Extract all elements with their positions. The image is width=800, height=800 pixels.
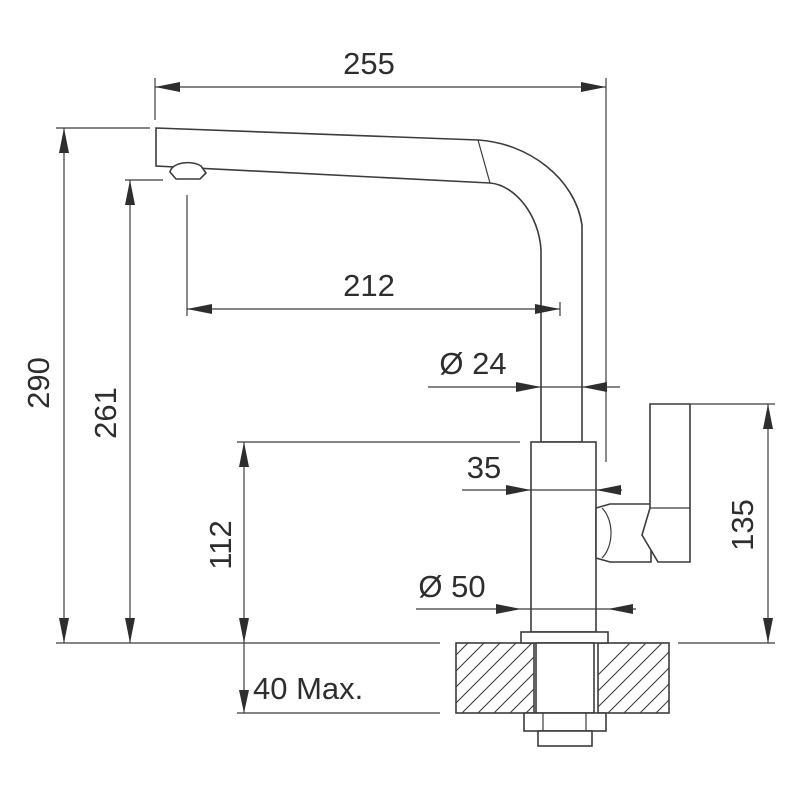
shank [535,642,595,714]
faucet [155,127,691,747]
handle-connector [595,503,652,563]
spout [155,127,583,443]
dim-countertop-thickness: 40 Max. [253,671,363,706]
thread-end [537,730,593,747]
dim-handle-height: 135 [725,499,760,551]
dim-body-width: 35 [467,450,501,485]
base-ring [520,631,609,644]
dim-total-height: 290 [21,357,56,409]
mounting-nut [523,712,607,732]
aerator [169,161,208,180]
countertop-hatch-left [456,643,534,713]
dim-base-diameter: Ø 50 [418,569,485,604]
handle-lever [641,403,691,563]
dim-body-height: 112 [203,520,238,569]
dim-total-width: 255 [343,46,395,81]
faucet-body [530,441,597,633]
dim-spout-height: 261 [88,387,123,439]
countertop-hatch-right [598,643,669,713]
dim-spout-diameter: Ø 24 [439,346,506,381]
dimension-labels: 255 212 Ø 24 35 Ø 50 40 Max. 290 261 112… [21,46,760,706]
countertop [455,642,670,714]
dim-spout-reach: 212 [343,268,395,303]
extension-lines [56,78,775,714]
dimension-lines [59,82,773,713]
